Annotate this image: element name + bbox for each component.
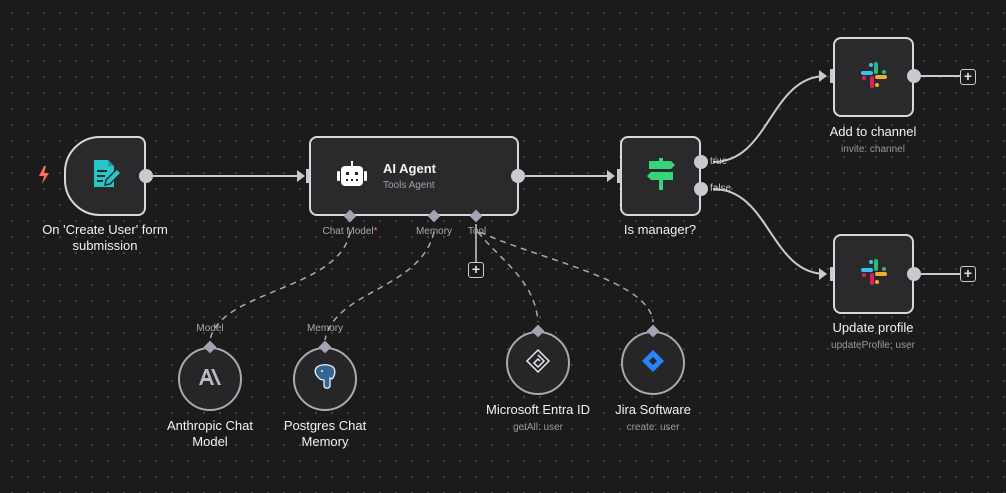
robot-icon: [335, 159, 369, 194]
connection-if-false-to-update-profile[interactable]: [712, 188, 827, 275]
arrow-into-add-channel: [819, 70, 827, 82]
if-true-output-handle[interactable]: [694, 155, 708, 169]
agent-subtitle: Tools Agent: [383, 180, 435, 191]
jira-software-node[interactable]: [621, 331, 685, 395]
entra-sublabel: getAll: user: [512, 422, 564, 433]
lightning-bolt-icon: [37, 165, 51, 185]
agent-title: AI Agent: [383, 161, 436, 176]
anthropic-icon: [198, 368, 222, 391]
add-channel-output-handle[interactable]: [907, 69, 921, 83]
microsoft-entra-icon: [525, 348, 551, 379]
form-trigger-node[interactable]: [64, 136, 146, 216]
slack-icon: [859, 257, 889, 292]
add-tool-button[interactable]: +: [468, 262, 484, 278]
trigger-node-label: On 'Create User' form submission: [42, 222, 168, 254]
anthropic-label-line2: Model: [192, 434, 228, 449]
add-to-channel-label: Add to channel: [829, 124, 917, 139]
false-branch-label: false: [710, 183, 732, 194]
if-node-label: Is manager?: [623, 222, 697, 237]
form-edit-icon: [88, 157, 123, 196]
entra-label: Microsoft Entra ID: [485, 402, 591, 417]
postgres-chat-memory-node[interactable]: [293, 347, 357, 411]
trigger-label-line2: submission: [72, 238, 138, 253]
arrow-into-if: [607, 170, 615, 182]
update-profile-node[interactable]: [833, 234, 914, 314]
update-profile-sublabel: updateProfile: user: [831, 340, 915, 351]
add-to-channel-node[interactable]: [833, 37, 914, 117]
tool-port-label: Tool: [467, 226, 487, 237]
anthropic-port-label: Model: [196, 323, 224, 334]
jira-sublabel: create: user: [626, 422, 680, 433]
agent-output-handle[interactable]: [511, 169, 525, 183]
chat-model-port-label: Chat Model*: [322, 226, 378, 237]
jira-label: Jira Software: [615, 402, 691, 417]
update-profile-output-handle[interactable]: [907, 267, 921, 281]
postgres-elephant-icon: [313, 363, 337, 395]
postgres-label-line2: Memory: [301, 434, 349, 449]
add-to-channel-sublabel: invite: channel: [841, 144, 905, 155]
if-false-output-handle[interactable]: [694, 182, 708, 196]
add-node-after-add-channel-button[interactable]: +: [960, 69, 976, 85]
anthropic-chat-model-node[interactable]: [178, 347, 242, 411]
memory-port-label: Memory: [415, 226, 453, 237]
connection-chat-model-to-anthropic[interactable]: [209, 231, 351, 341]
connection-memory-to-postgres[interactable]: [324, 231, 435, 341]
connection-if-true-to-add-channel[interactable]: [712, 75, 827, 163]
true-branch-label: true: [710, 156, 728, 167]
arrow-into-update-profile: [819, 268, 827, 280]
trigger-label-line1: On 'Create User' form: [42, 222, 168, 237]
agent-text: AI Agent Tools Agent: [383, 161, 436, 191]
add-node-after-update-profile-button[interactable]: +: [960, 266, 976, 282]
slack-icon: [859, 60, 889, 95]
connection-tool-to-entra[interactable]: [477, 231, 539, 323]
anthropic-label-line1: Anthropic Chat: [167, 418, 253, 433]
jira-icon: [641, 349, 665, 378]
postgres-port-label: Memory: [306, 323, 344, 334]
update-profile-label: Update profile: [832, 320, 914, 335]
postgres-label-line1: Postgres Chat: [283, 418, 367, 433]
if-node-is-manager[interactable]: [620, 136, 701, 216]
connection-tool-to-jira[interactable]: [479, 231, 654, 323]
microsoft-entra-id-node[interactable]: [506, 331, 570, 395]
trigger-output-handle[interactable]: [139, 169, 153, 183]
arrow-into-agent: [297, 170, 305, 182]
postgres-label: Postgres Chat Memory: [284, 418, 366, 450]
ai-agent-node[interactable]: AI Agent Tools Agent: [309, 136, 519, 216]
anthropic-label: Anthropic Chat Model: [167, 418, 253, 450]
signpost-icon: [643, 157, 679, 196]
